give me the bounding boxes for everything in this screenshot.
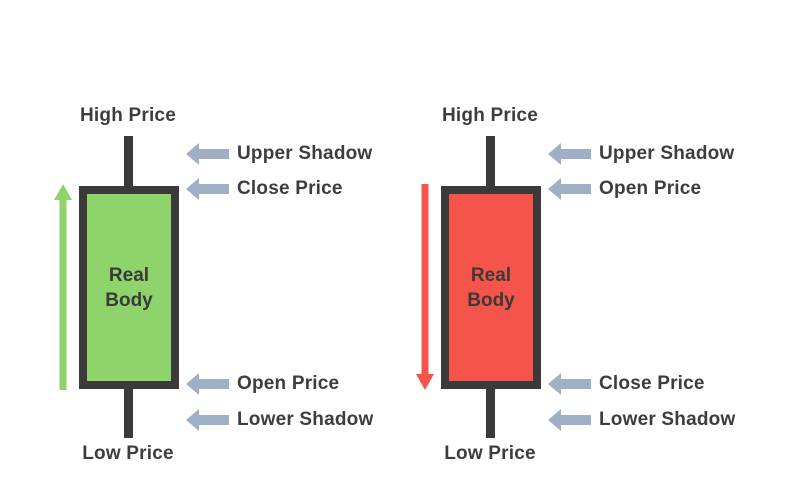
pointer-open-price: Open Price — [186, 371, 339, 397]
up-arrow-icon — [54, 184, 72, 390]
down-arrow-icon — [416, 184, 434, 390]
pointer-lower-shadow: Lower Shadow — [548, 407, 735, 433]
left-arrow-icon — [548, 143, 591, 165]
real-body-label: Real Body — [105, 263, 153, 313]
pointer-label: Upper Shadow — [237, 143, 373, 164]
real-body-line2: Body — [105, 289, 153, 311]
real-body-label: Real Body — [467, 263, 515, 313]
left-arrow-icon — [548, 178, 591, 200]
pointer-upper-shadow: Upper Shadow — [548, 141, 734, 167]
real-body-line2: Body — [467, 289, 515, 311]
upper-wick — [486, 136, 495, 188]
real-body-line1: Real — [470, 264, 512, 286]
high-price-label: High Price — [80, 105, 176, 126]
pointer-label: Upper Shadow — [599, 143, 735, 164]
pointer-close-price: Close Price — [548, 371, 705, 397]
real-body: Real Body — [79, 186, 179, 389]
real-body-line1: Real — [108, 264, 150, 286]
pointer-upper-shadow: Upper Shadow — [186, 141, 372, 167]
lower-wick — [486, 386, 495, 438]
high-price-label: High Price — [442, 105, 538, 126]
pointer-open-price: Open Price — [548, 176, 701, 202]
bullish-candle-diagram: High Price Real Body Low Price Upper Sha… — [0, 0, 380, 500]
pointer-close-price: Close Price — [186, 176, 343, 202]
pointer-label: Open Price — [237, 373, 340, 394]
left-arrow-icon — [186, 409, 229, 431]
pointer-lower-shadow: Lower Shadow — [186, 407, 373, 433]
left-arrow-icon — [186, 373, 229, 395]
left-arrow-icon — [186, 143, 229, 165]
left-arrow-icon — [548, 373, 591, 395]
pointer-label: Open Price — [599, 178, 702, 199]
left-arrow-icon — [186, 178, 229, 200]
upper-wick — [124, 136, 133, 188]
pointer-label: Close Price — [599, 373, 705, 394]
bearish-candle-diagram: High Price Real Body Low Price Upper Sha… — [362, 0, 742, 500]
pointer-label: Lower Shadow — [237, 409, 374, 430]
pointer-label: Close Price — [237, 178, 343, 199]
real-body: Real Body — [441, 186, 541, 389]
lower-wick — [124, 386, 133, 438]
left-arrow-icon — [548, 409, 591, 431]
low-price-label: Low Price — [82, 443, 174, 464]
low-price-label: Low Price — [444, 443, 536, 464]
pointer-label: Lower Shadow — [599, 409, 736, 430]
